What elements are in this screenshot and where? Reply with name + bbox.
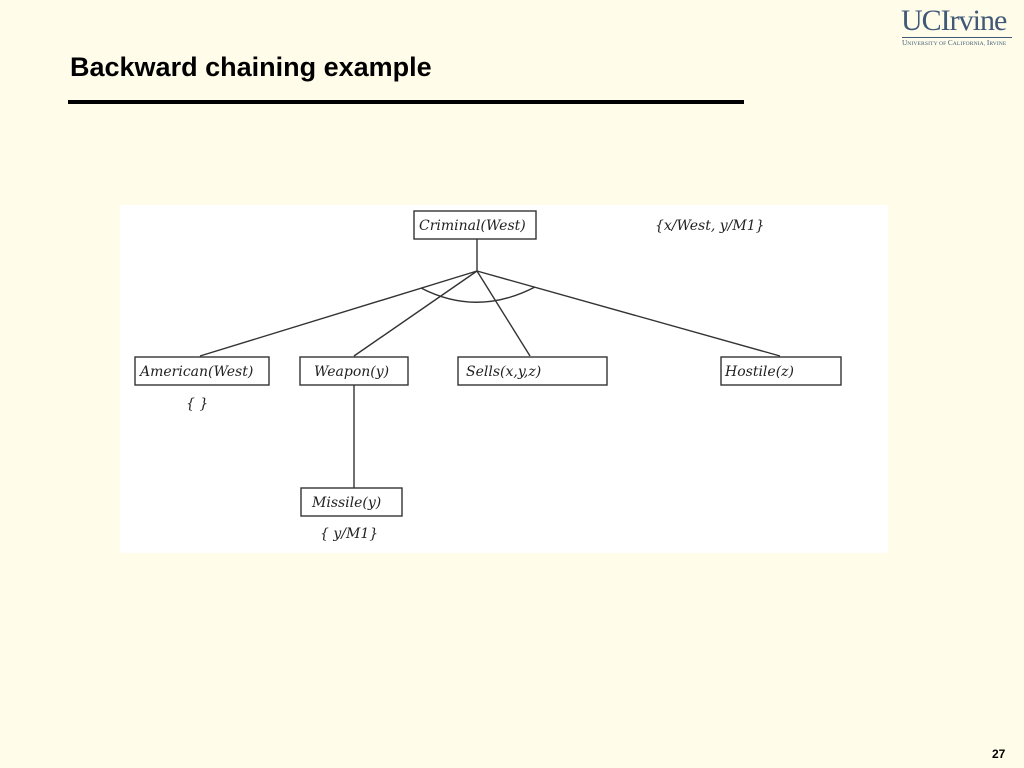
binding-root: {x/West, y/M1} bbox=[655, 218, 765, 234]
edge-root-hostile bbox=[476, 270, 781, 357]
node-box-missile-y bbox=[300, 487, 403, 517]
conjunction-arc bbox=[420, 286, 536, 303]
node-sells-xyz: Sells(x,y,z) bbox=[466, 364, 541, 380]
edge-root-sells bbox=[476, 270, 531, 357]
proof-tree-svg: Criminal(West) American(West) Weapon(y) … bbox=[134, 210, 842, 542]
node-box-sells-xyz bbox=[457, 356, 608, 386]
node-missile-y: Missile(y) bbox=[311, 495, 381, 511]
logo-wordmark: UCIrvine bbox=[901, 4, 1007, 37]
slide-title: Backward chaining example bbox=[70, 52, 432, 82]
node-american-west: American(West) bbox=[138, 364, 253, 380]
proof-tree-figure: Criminal(West) American(West) Weapon(y) … bbox=[120, 205, 888, 553]
logo-divider bbox=[902, 37, 1012, 38]
page-number: 27 bbox=[992, 747, 1006, 761]
edge-root-weapon bbox=[353, 270, 478, 357]
node-box-hostile-z bbox=[720, 356, 842, 386]
node-box-criminal-west bbox=[413, 210, 537, 240]
node-weapon-y: Weapon(y) bbox=[314, 364, 389, 380]
node-box-american-west bbox=[134, 356, 270, 386]
logo-subtitle: UNIVERSITY OF CALIFORNIA, IRVINE bbox=[902, 39, 1007, 47]
title-underline bbox=[68, 100, 744, 104]
node-hostile-z: Hostile(z) bbox=[724, 364, 794, 380]
uci-logo: UCIrvine UNIVERSITY OF CALIFORNIA, IRVIN… bbox=[900, 4, 1016, 48]
binding-missile: { y/M1} bbox=[320, 526, 378, 542]
edge-root-american bbox=[199, 270, 478, 357]
node-criminal-west: Criminal(West) bbox=[419, 218, 526, 234]
binding-american: { } bbox=[186, 396, 208, 412]
node-box-weapon-y bbox=[299, 356, 409, 386]
